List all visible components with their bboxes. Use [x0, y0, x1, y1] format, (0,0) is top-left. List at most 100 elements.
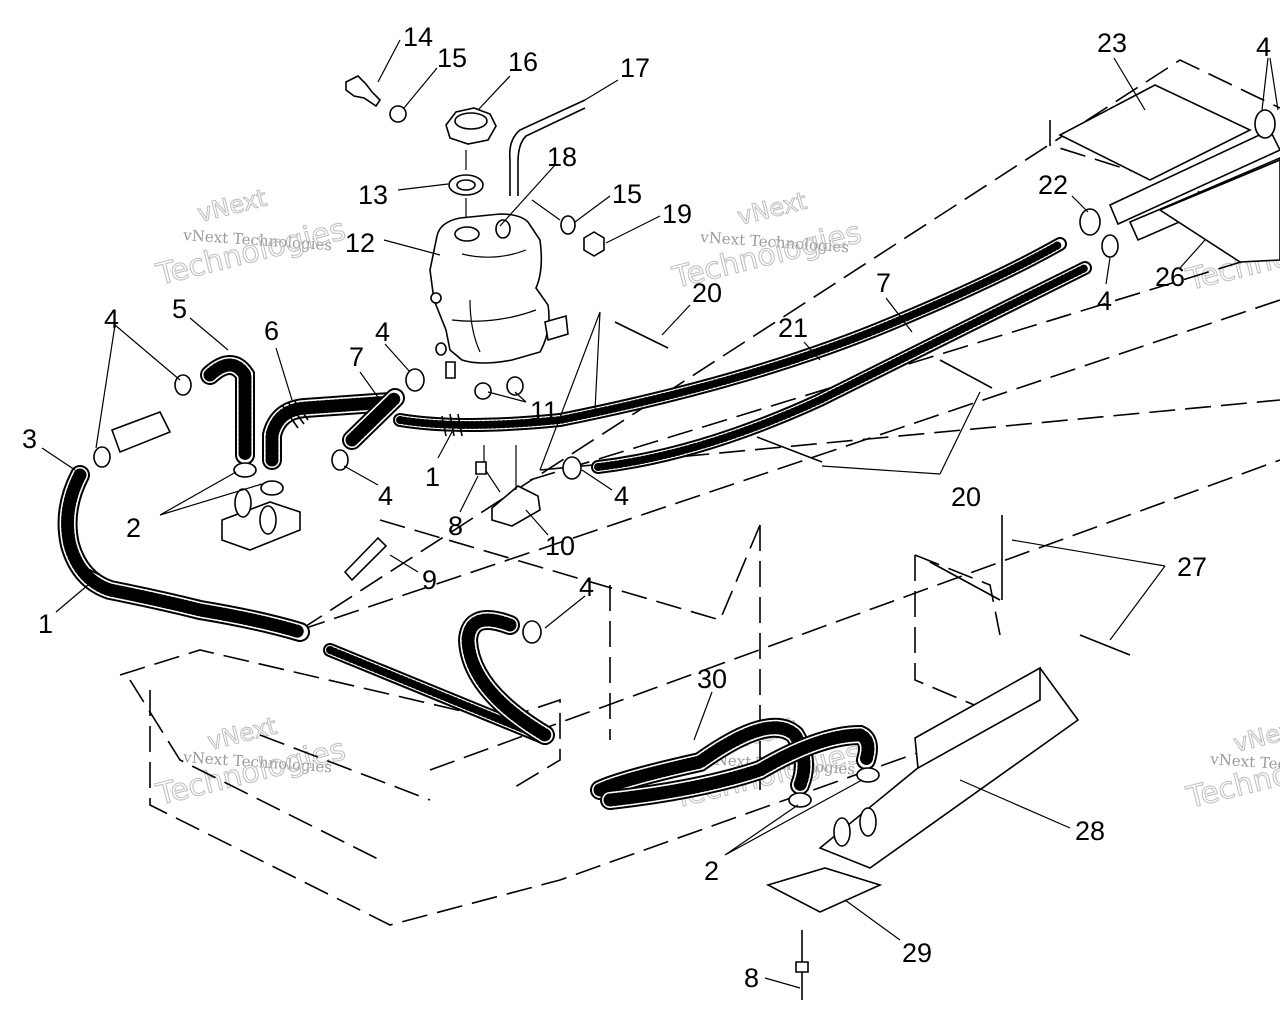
nut-19: [583, 231, 605, 257]
leader-6: [275, 347, 293, 401]
leader-23: [1113, 57, 1146, 111]
callout-5: 5: [172, 294, 187, 324]
leader-17: [584, 79, 619, 101]
leader-4tr: [1261, 57, 1279, 111]
chassis-lower-edge: [429, 459, 1280, 771]
hose-3-lower-route: [57, 465, 310, 642]
manifold-left: [159, 462, 301, 551]
reservoir-seam: [469, 299, 481, 353]
watermark-left: vNext vNext Technologies Technologies: [152, 183, 349, 293]
chassis-tray-inner: [259, 734, 431, 801]
leader-4r: [1105, 257, 1111, 285]
leader-2b: [724, 779, 863, 856]
leader-20b: [821, 391, 981, 475]
leader-4a: [95, 324, 181, 449]
callout-1-upper: 1: [425, 462, 440, 492]
clamp-2b-b: [856, 767, 880, 783]
callout-4-long: 4: [614, 481, 629, 511]
reservoir-fitting-lower: [435, 342, 447, 356]
screw-8-upper: [475, 461, 487, 475]
leader-14: [377, 39, 401, 83]
callout-29: 29: [902, 938, 932, 968]
callout-27: 27: [1177, 552, 1207, 582]
leader-22: [1071, 195, 1089, 213]
leader-20a: [661, 304, 691, 336]
clamp-2b-a: [788, 792, 812, 808]
reservoir-lower-seam: [451, 309, 537, 322]
hose-21: [393, 237, 1067, 432]
callout-3: 3: [22, 424, 37, 454]
callout-15b: 15: [612, 179, 642, 209]
callout-9: 9: [422, 565, 437, 595]
nipple-28b: [859, 807, 877, 837]
leader-15a: [403, 67, 438, 109]
callout-7-right: 7: [876, 268, 891, 298]
leader-hw: [531, 199, 561, 221]
hose-6: [262, 392, 400, 470]
watermark-lower-right: vNext vNext Technologies Technologies: [1182, 713, 1280, 816]
leader-1a: [437, 431, 453, 459]
coupler: [110, 410, 172, 454]
zip-ties: [614, 304, 993, 475]
watermark-lower-left: vNext vNext Technologies Technologies: [152, 711, 349, 813]
callout-4-ubend: 4: [579, 572, 594, 602]
washer-15-top: [389, 105, 407, 123]
exchanger-plate-23: [1058, 84, 1252, 181]
clamp-4-hose7-long: [562, 456, 582, 480]
leader-4b: [384, 343, 411, 373]
nut-11a: [474, 382, 492, 400]
leader-12: [383, 239, 441, 256]
leader-26: [1179, 239, 1206, 269]
callout-16: 16: [508, 47, 538, 77]
leader-2a: [159, 471, 263, 516]
leader-hose-reservoir: [539, 311, 601, 471]
leader-7r: [885, 297, 913, 333]
callout-15: 15: [437, 43, 467, 73]
bracket-10: [491, 485, 541, 527]
clamp-4-left-b: [93, 446, 111, 468]
reservoir-spout: [445, 361, 456, 379]
callout-23: 23: [1097, 28, 1127, 58]
washer-15b: [560, 215, 576, 235]
hose-7-long: [591, 261, 1092, 474]
hose-7-short: [342, 388, 405, 450]
clamp-4-uhose: [522, 620, 542, 644]
chassis-tray-base: [149, 690, 1011, 926]
nipple-28a: [833, 817, 851, 847]
coolant-reservoir: [429, 213, 569, 379]
callout-4-right: 4: [1097, 286, 1112, 316]
callout-17: 17: [620, 53, 650, 83]
manifold-nipple-2: [259, 505, 277, 535]
leader-4c: [343, 465, 379, 486]
leader-16: [477, 75, 511, 111]
heat-exchanger: [803, 57, 1280, 361]
tie-20-mid: [939, 359, 993, 389]
gasket-13-hole: [456, 179, 476, 191]
clamp-4-left-a: [174, 374, 192, 396]
callout-labels: 14 15 16 17 18 13 12 15 19 23 4 22 26 4 …: [22, 22, 1271, 993]
hose-return-line: [323, 643, 552, 745]
callout-4-hose7: 4: [378, 481, 393, 511]
manifold-nipple-1: [234, 488, 252, 518]
nut-11b: [506, 376, 524, 396]
callout-14: 14: [403, 22, 433, 52]
leader-4e: [544, 595, 586, 629]
reservoir-body: [429, 213, 550, 364]
clamp-4-topright: [1254, 109, 1276, 139]
callout-13: 13: [358, 180, 388, 210]
manifold-clamp-2: [260, 480, 284, 496]
pin-9: [343, 536, 388, 582]
leader-27: [1011, 539, 1166, 641]
bolt-27-side: [1079, 634, 1131, 656]
exchanger-tube-top: [1108, 128, 1280, 226]
clamp-1-upper: [441, 413, 463, 437]
watermark-brand-top: vNext: [195, 184, 270, 228]
leader-7: [359, 371, 381, 401]
clamp-22: [1079, 208, 1101, 236]
callout-20-low: 20: [951, 482, 981, 512]
leader-3: [41, 447, 76, 471]
vent-line-17-inner: [517, 107, 586, 196]
hose-u-bend: [457, 610, 555, 745]
leader-28: [959, 779, 1071, 829]
clamp-4-mid: [405, 368, 425, 392]
